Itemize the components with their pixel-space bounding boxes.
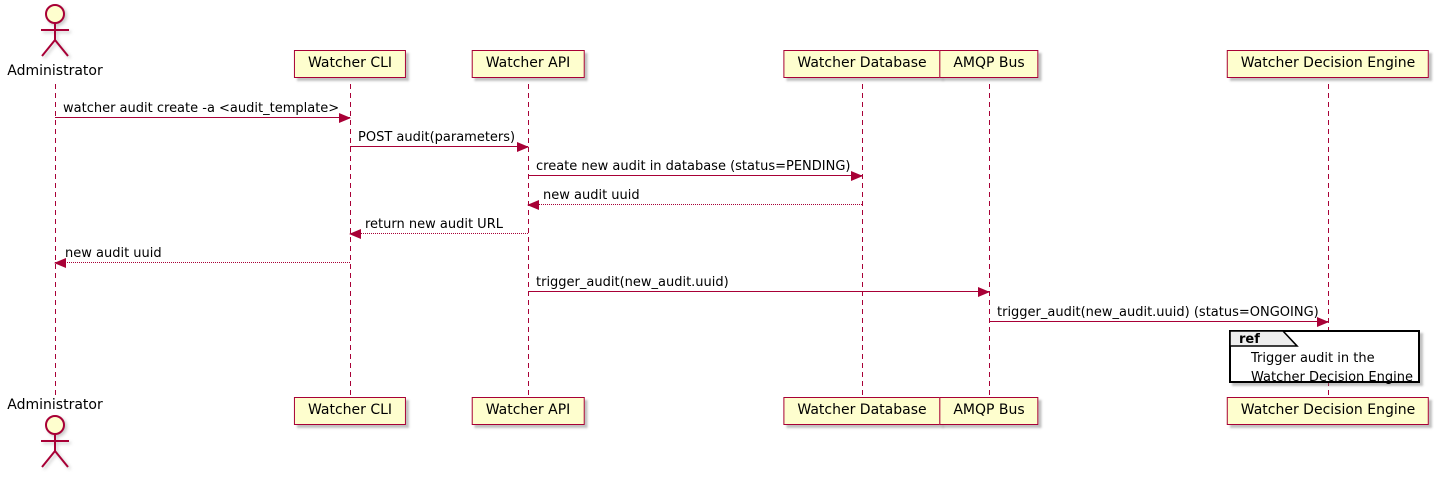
participant-watcher-cli-top: Watcher CLI — [293, 50, 407, 78]
lifeline-watcher-decision-engine — [1328, 84, 1329, 397]
message-new-audit-uuid-cli: new audit uuid — [54, 244, 350, 268]
ref-text-line: Watcher Decision Engine — [1251, 370, 1413, 385]
arrowhead-icon — [527, 200, 539, 210]
actor-name-top: Administrator — [7, 63, 103, 79]
message-audit-create: watcher audit create -a <audit_template> — [55, 99, 351, 123]
message-post-audit: POST audit(parameters) — [350, 128, 529, 152]
message-label: POST audit(parameters) — [358, 130, 516, 145]
participant-amqp-bus-top: AMQP Bus — [939, 50, 1039, 78]
participant-watcher-api-top: Watcher API — [471, 50, 585, 78]
actor-icon — [41, 415, 69, 468]
ref-keyword: ref — [1239, 332, 1260, 347]
participant-amqp-bus-bottom: AMQP Bus — [939, 397, 1039, 425]
participant-watcher-database-bottom: Watcher Database — [783, 397, 941, 425]
arrowhead-icon — [978, 287, 990, 297]
message-return-audit-url: return new audit URL — [349, 215, 528, 239]
ref-tab-icon — [1229, 330, 1299, 347]
ref-text-line: Trigger audit in the — [1251, 351, 1375, 366]
message-label: trigger_audit(new_audit.uuid) (status=ON… — [997, 305, 1319, 320]
arrowhead-icon — [54, 258, 66, 268]
message-new-audit-uuid-db: new audit uuid — [527, 186, 862, 210]
message-label: return new audit URL — [365, 217, 503, 232]
lifeline-administrator — [55, 84, 56, 397]
actor-name-bottom: Administrator — [7, 397, 103, 413]
actor-icon — [41, 4, 69, 57]
message-label: new audit uuid — [65, 246, 162, 261]
lifeline-watcher-database — [862, 84, 863, 397]
participant-watcher-api-bottom: Watcher API — [471, 397, 585, 425]
arrowhead-icon — [1317, 317, 1329, 327]
lifeline-watcher-cli — [350, 84, 351, 397]
message-trigger-audit: trigger_audit(new_audit.uuid) — [528, 273, 990, 297]
arrowhead-icon — [349, 229, 361, 239]
message-label: watcher audit create -a <audit_template> — [63, 101, 340, 116]
message-trigger-audit-ongoing: trigger_audit(new_audit.uuid) (status=ON… — [989, 303, 1329, 327]
participant-watcher-database-top: Watcher Database — [783, 50, 941, 78]
arrowhead-icon — [339, 113, 351, 123]
ref-fragment: ref Trigger audit in the Watcher Decisio… — [1229, 330, 1420, 385]
message-label: trigger_audit(new_audit.uuid) — [536, 275, 729, 290]
message-label: create new audit in database (status=PEN… — [536, 159, 851, 174]
participant-watcher-decision-engine-top: Watcher Decision Engine — [1226, 50, 1430, 78]
arrowhead-icon — [851, 171, 863, 181]
lifeline-amqp-bus — [989, 84, 990, 397]
participant-watcher-cli-bottom: Watcher CLI — [293, 397, 407, 425]
lifeline-watcher-api — [528, 84, 529, 397]
arrowhead-icon — [517, 142, 529, 152]
message-label: new audit uuid — [543, 188, 640, 203]
participant-watcher-decision-engine-bottom: Watcher Decision Engine — [1226, 397, 1430, 425]
message-create-audit-db: create new audit in database (status=PEN… — [528, 157, 863, 181]
ref-text: Trigger audit in the Watcher Decision En… — [1251, 349, 1413, 387]
